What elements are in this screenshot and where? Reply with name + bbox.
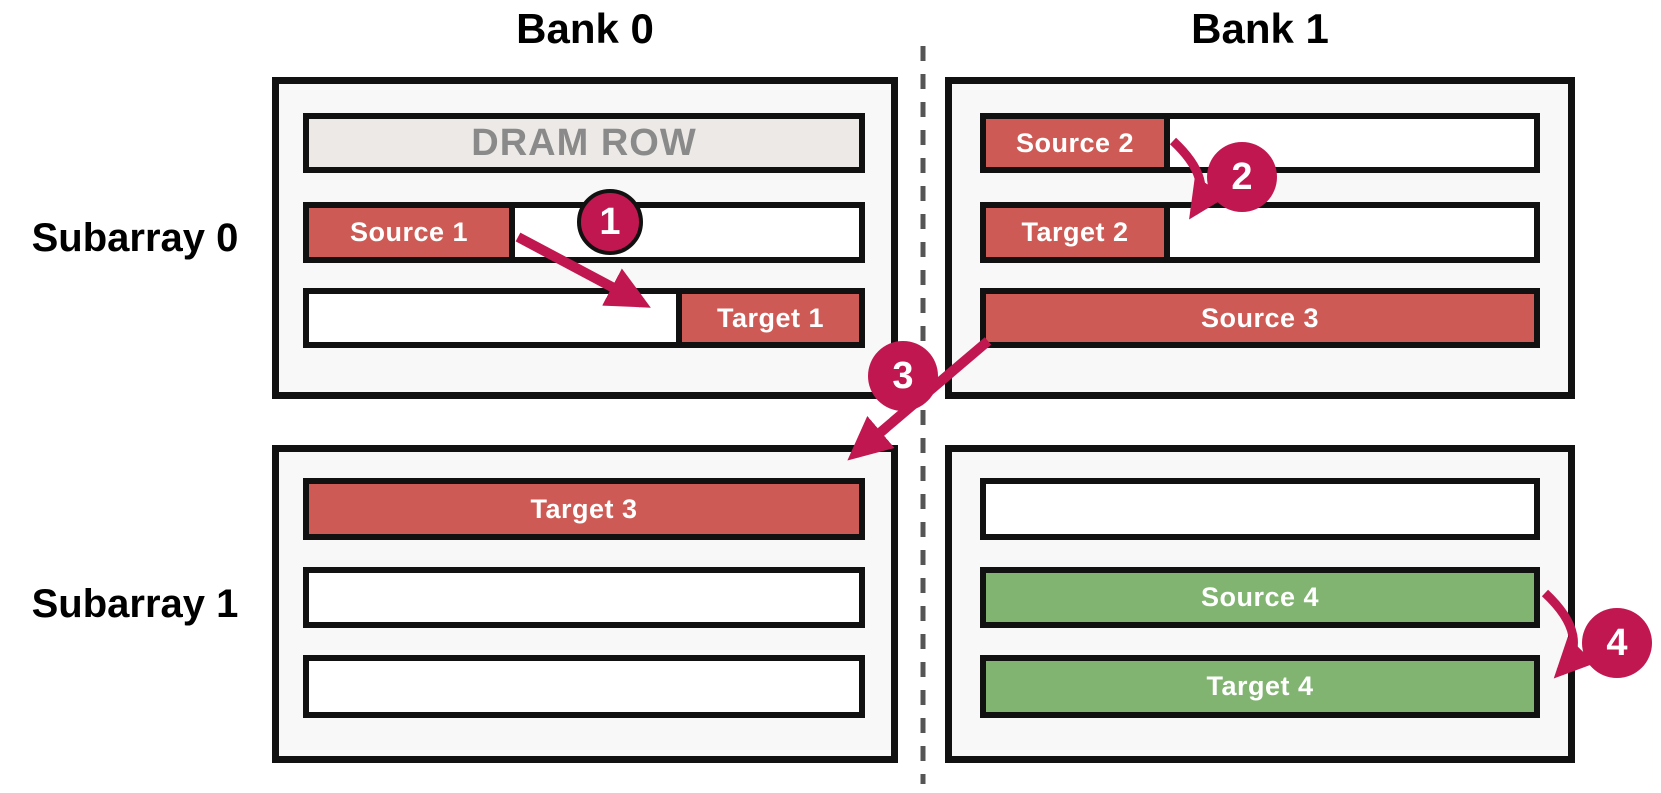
subarray-0-label: Subarray 0 — [31, 216, 239, 260]
source-2-cell: Source 2 — [986, 119, 1170, 167]
target-2-row: Target 2 — [980, 202, 1540, 263]
copy-arrow-1 — [515, 232, 651, 308]
bank1-subarray1-empty-row — [980, 478, 1540, 540]
target-3-row: Target 3 — [303, 478, 865, 540]
step-2-badge: 2 — [1207, 142, 1277, 212]
step-3-badge: 3 — [868, 341, 938, 411]
target-4-row: Target 4 — [980, 655, 1540, 718]
bank0-subarray1-empty-row-1 — [303, 567, 865, 628]
step-1-badge: 1 — [577, 189, 643, 255]
dram-row-cell: DRAM ROW — [309, 119, 859, 167]
source-4-label: Source 4 — [1200, 582, 1320, 612]
copy-arrow-2 — [1169, 137, 1227, 220]
bank0-subarray1-empty-row-2 — [303, 655, 865, 718]
target-1-row: Target 1 — [303, 288, 865, 348]
source-3-row: Source 3 — [980, 288, 1540, 348]
target-2-label: Target 2 — [1021, 217, 1129, 247]
target-2-cell: Target 2 — [986, 208, 1170, 257]
source-2-label: Source 2 — [1015, 127, 1135, 158]
bank-0-title: Bank 0 — [516, 5, 654, 52]
source-1-cell: Source 1 — [309, 208, 515, 257]
target-4-label: Target 4 — [1206, 671, 1314, 701]
subarray-1-label: Subarray 1 — [31, 582, 239, 626]
dram-row: DRAM ROW — [303, 113, 865, 173]
source-4-cell: Source 4 — [986, 573, 1534, 622]
target-1-label: Target 1 — [716, 302, 825, 333]
source-3-cell: Source 3 — [986, 294, 1534, 342]
bank-1-title: Bank 1 — [1191, 5, 1329, 52]
target-3-label: Target 3 — [530, 493, 638, 524]
source-4-row: Source 4 — [980, 567, 1540, 628]
step-4-badge: 4 — [1582, 608, 1652, 678]
target-1-cell: Target 1 — [682, 294, 859, 342]
source-3-label: Source 3 — [1200, 302, 1320, 333]
dram-row-label: DRAM ROW — [471, 121, 697, 164]
copy-arrow-4 — [1541, 589, 1595, 679]
source-1-label: Source 1 — [349, 217, 469, 247]
target-4-cell: Target 4 — [986, 661, 1534, 712]
target-1-row-empty-cell — [309, 294, 682, 342]
target-3-cell: Target 3 — [309, 484, 859, 534]
